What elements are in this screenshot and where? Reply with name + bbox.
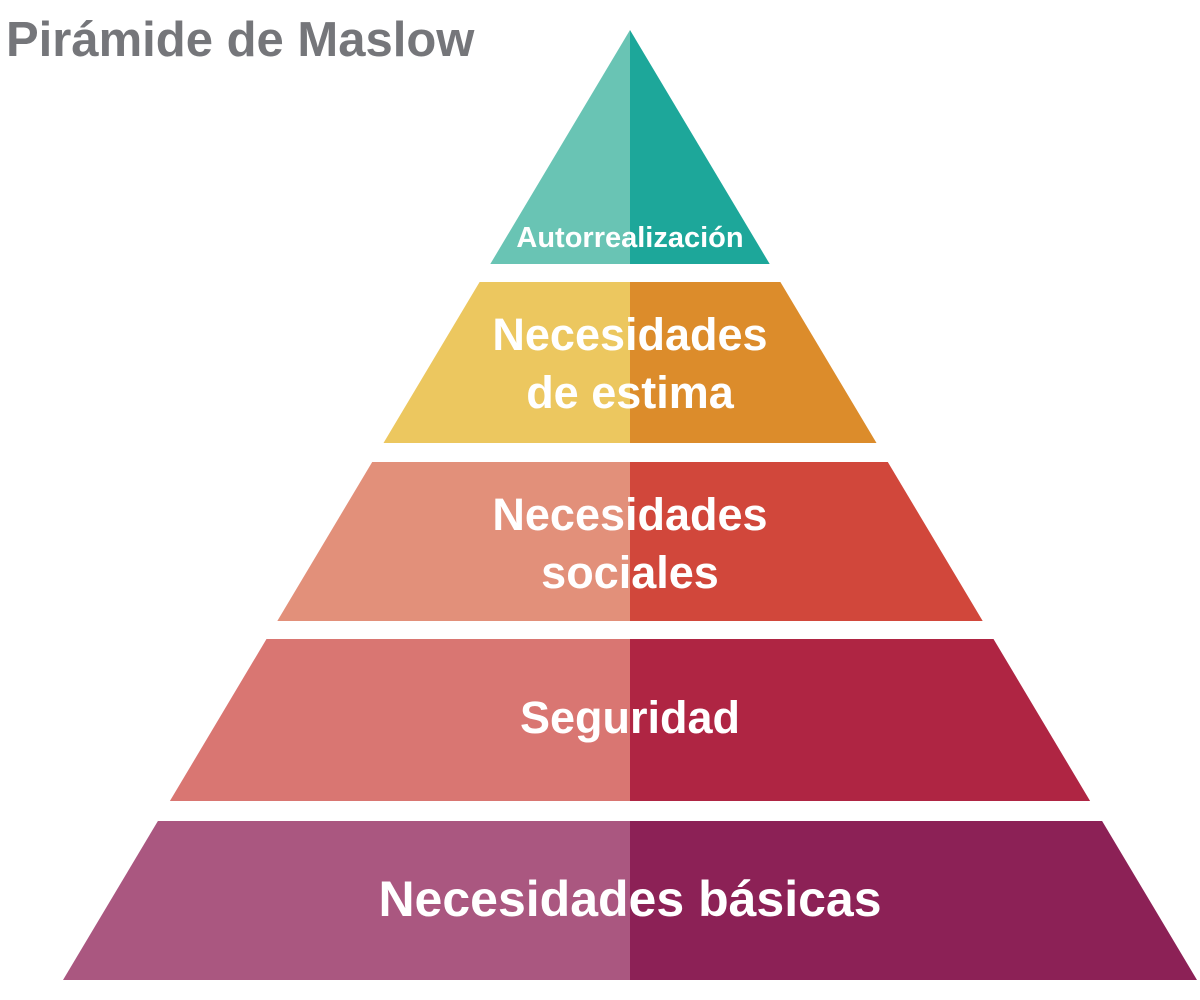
page-title: Pirámide de Maslow (6, 13, 475, 67)
pyramid-level-4-left-half (169, 639, 630, 801)
pyramid-level-5-label-line-1: Necesidades básicas (378, 871, 881, 927)
pyramid-level-4-right-half (630, 639, 1091, 801)
pyramid-level-3-label-line-2: sociales (541, 547, 719, 598)
pyramid-level-2-label-line-1: Necesidades (492, 309, 767, 360)
pyramid-level-3-left-half (277, 462, 630, 621)
pyramid-level-5-left-half (63, 821, 630, 980)
pyramid-level-5-right-half (630, 821, 1197, 980)
pyramid-level-3-label-line-1: Necesidades (492, 489, 767, 540)
pyramid-level-2-right-half (630, 282, 877, 443)
pyramid-level-1-label-line-1: Autorrealización (516, 222, 743, 254)
pyramid-level-2-left-half (383, 282, 630, 443)
pyramid-level-1-left-half (490, 30, 630, 264)
pyramid-level-3-right-half (630, 462, 983, 621)
pyramid-level-1-right-half (630, 30, 770, 264)
pyramid-level-2-label-line-2: de estima (526, 367, 735, 418)
pyramid-level-4-label-line-1: Seguridad (520, 692, 740, 743)
